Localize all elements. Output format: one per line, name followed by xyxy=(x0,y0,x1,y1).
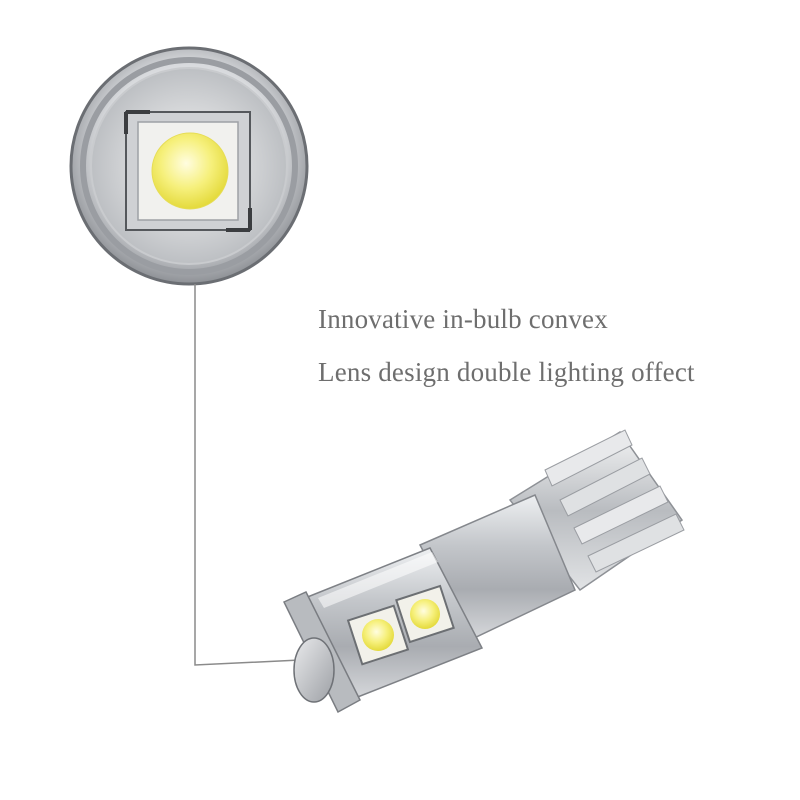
caption-line-2: Lens design double lighting offect xyxy=(318,357,695,387)
led-chip-magnified xyxy=(151,132,229,210)
callout-line xyxy=(194,284,301,666)
convex-lens xyxy=(293,637,335,703)
magnified-lens-detail xyxy=(69,46,309,286)
led-chip-rear xyxy=(395,584,455,644)
caption-line-1: Innovative in-bulb convex xyxy=(318,304,608,334)
led-chip-front xyxy=(346,604,410,666)
t10-led-bulb xyxy=(282,429,685,714)
